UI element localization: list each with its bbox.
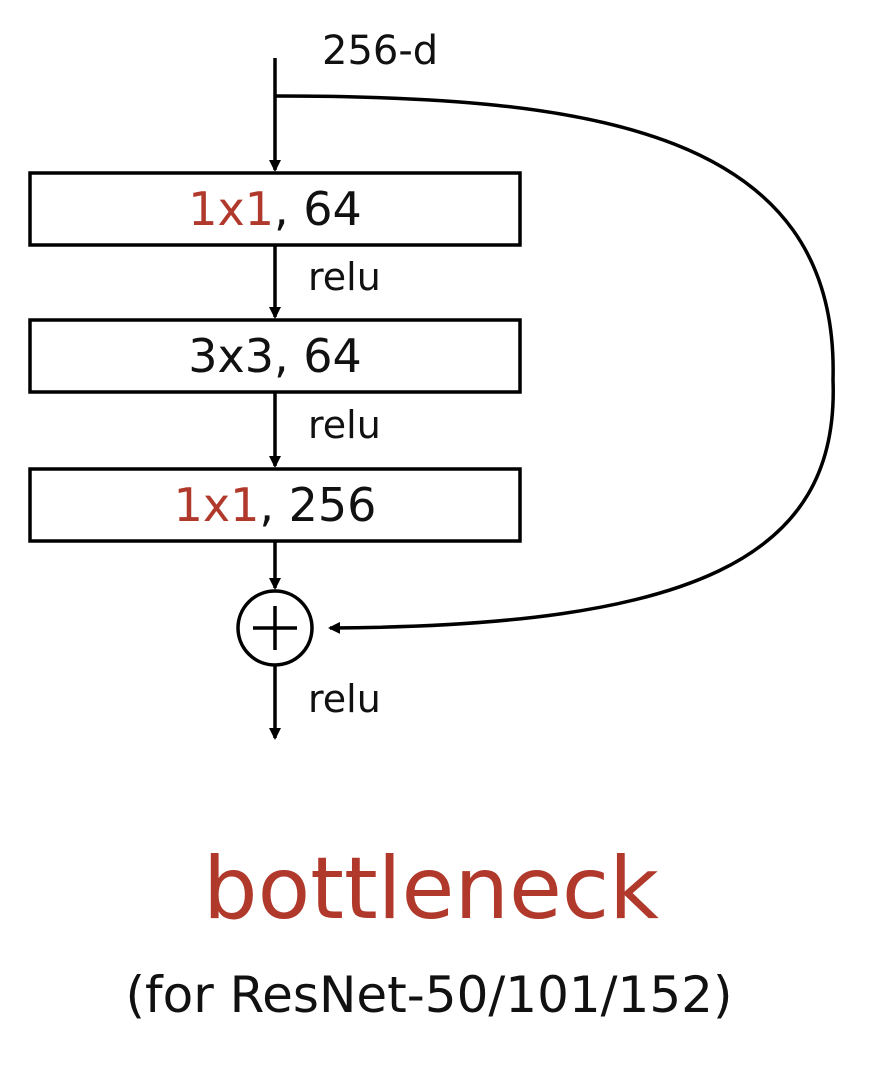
block-subtitle: (for ResNet-50/101/152) bbox=[126, 966, 733, 1024]
kernel-size-2: 3x3 bbox=[188, 329, 274, 383]
conv-layer-label-2: 3x3, 64 bbox=[188, 329, 362, 383]
kernel-size-1: 1x1 bbox=[188, 182, 274, 236]
conv-layer-box-3 bbox=[28, 467, 522, 543]
input-dimension-label: 256-d bbox=[322, 28, 438, 74]
relu-label-3: relu bbox=[308, 677, 381, 721]
conv-layer-label-1: 1x1, 64 bbox=[188, 182, 362, 236]
filter-count-3: , 256 bbox=[259, 478, 376, 532]
kernel-size-3: 1x1 bbox=[174, 478, 260, 532]
filter-count-1: , 64 bbox=[274, 182, 362, 236]
block-title: bottleneck bbox=[203, 839, 659, 939]
conv-layer-box-1 bbox=[28, 171, 522, 247]
shortcut-connection bbox=[274, 94, 835, 634]
relu-label-2: relu bbox=[308, 403, 381, 447]
conv-layer-box-2 bbox=[28, 318, 522, 394]
relu-label-1: relu bbox=[308, 255, 381, 299]
addition-node bbox=[236, 589, 314, 667]
conv-layer-label-3: 1x1, 256 bbox=[174, 478, 377, 532]
filter-count-2: , 64 bbox=[274, 329, 362, 383]
